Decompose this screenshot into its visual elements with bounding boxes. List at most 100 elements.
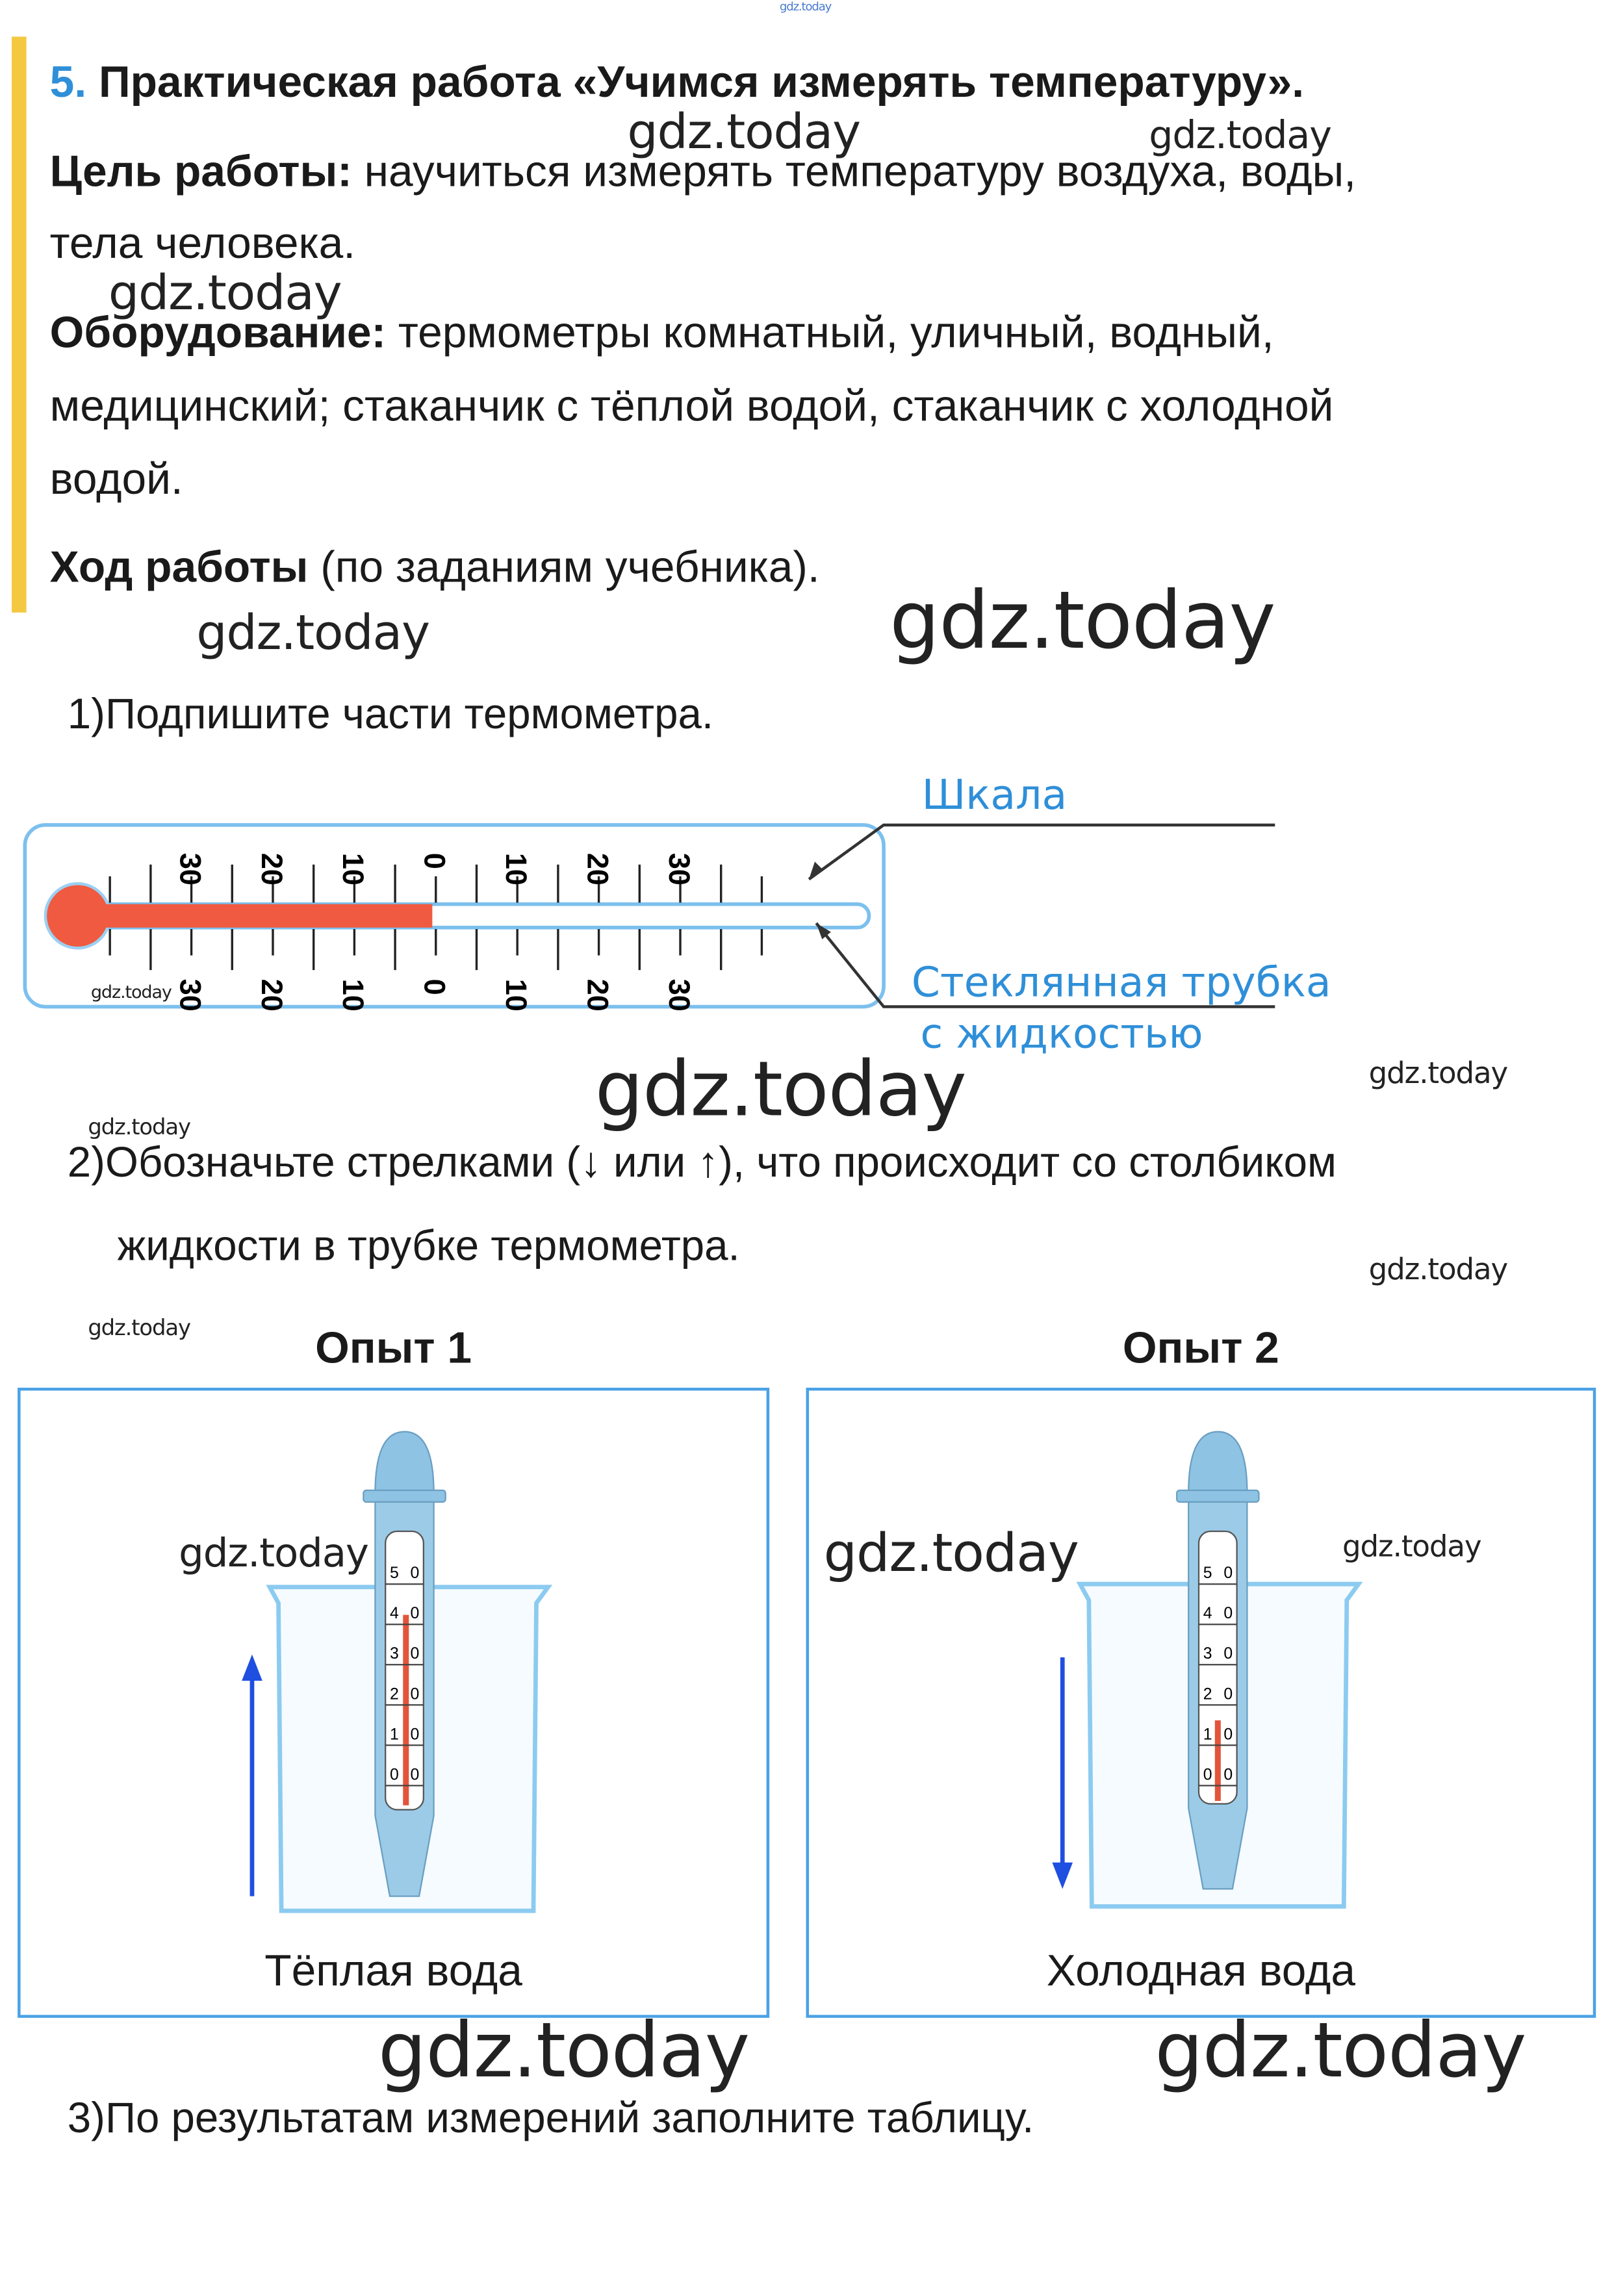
scale-label: 30 [663, 979, 696, 1012]
scale-label: 0 [411, 1726, 420, 1743]
task-title: 5. Практическая работа «Учимся измерять … [50, 58, 1304, 108]
equipment-line: Оборудование: термометры комнатный, улич… [50, 309, 1274, 359]
procedure-text: (по заданиям учебника). [308, 543, 820, 593]
step3-instruction: 3)По результатам измерений заполните таб… [68, 2095, 1034, 2143]
watermark: gdz.today [1342, 1528, 1482, 1564]
step2-instruction: 2)Обозначьте стрелками (↓ или ↑), что пр… [68, 1140, 1337, 1188]
tube-pointer-line [815, 922, 1275, 1008]
scale-label: 30 [173, 979, 207, 1012]
scale-label: 5 [1203, 1564, 1212, 1582]
step-text-cont: жидкости в трубке термометра. [117, 1223, 740, 1271]
watermark: gdz.today [90, 982, 172, 1002]
arrow-down-head-icon [1052, 1862, 1073, 1889]
scale-label: 4 [390, 1605, 399, 1622]
scale-label: 20 [581, 979, 614, 1012]
highlight-bar [12, 36, 27, 613]
watermark: gdz.today [196, 604, 430, 661]
answer-scale-label: Шкала [921, 771, 1068, 819]
liquid-column [1214, 1720, 1221, 1802]
scale-label: 0 [1223, 1564, 1233, 1582]
glass-tube [81, 902, 871, 930]
procedure-line: Ход работы (по заданиям учебника). [50, 544, 820, 594]
answer-tube-label: Стеклянная трубка [911, 958, 1331, 1007]
task-number: 5. [49, 58, 87, 107]
scale-label: 0 [411, 1766, 420, 1783]
scale-label: 0 [418, 853, 452, 869]
experiment1-caption: Тёплая вода [264, 1947, 522, 1996]
watermark: gdz.today [1149, 114, 1332, 159]
watermark: gdz.today [1368, 1251, 1509, 1287]
scale-label: 4 [1203, 1605, 1212, 1622]
answer-tube-label-cont: с жидкостью [920, 1010, 1203, 1058]
scale-label: 0 [411, 1645, 420, 1663]
scale-label: 10 [337, 979, 370, 1012]
scale-label: 2 [1203, 1685, 1212, 1703]
step-number: 2) [67, 1140, 105, 1187]
watermark: gdz.today [179, 1531, 369, 1577]
watermark: gdz.today [889, 574, 1276, 667]
scale-label: 0 [411, 1685, 420, 1703]
goal-line: Цель работы: научиться измерять температ… [50, 148, 1356, 198]
scale-label: 0 [1203, 1766, 1212, 1783]
goal-text: научиться измерять температуру воздуха, … [352, 147, 1357, 197]
goal-label: Цель работы: [49, 147, 352, 197]
scale-label: 3 [390, 1645, 399, 1663]
procedure-label: Ход работы [49, 543, 309, 593]
arrow-up-head-icon [242, 1654, 262, 1681]
task-title-text: Практическая работа «Учимся измерять тем… [98, 58, 1305, 107]
scale-label: 30 [663, 853, 696, 886]
scale-label: 20 [255, 853, 288, 886]
scale-label: 0 [1223, 1685, 1233, 1703]
watermark: gdz.today [1368, 1054, 1509, 1091]
scale-pointer-line [808, 823, 1275, 881]
equipment-text: термометры комнатный, уличный, водный, [386, 309, 1274, 358]
goal-text-cont: тела человека. [49, 220, 356, 268]
scale-label: 10 [500, 979, 533, 1012]
experiment1-title: Опыт 1 [315, 1324, 472, 1373]
scale-label: 0 [418, 979, 452, 995]
watermark: gdz.today [88, 1314, 191, 1341]
scale-label: 1 [390, 1726, 399, 1743]
watermark: gdz.today [1155, 2008, 1526, 2096]
step1-instruction: 1)Подпишите части термометра. [68, 692, 713, 740]
liquid-column [403, 1614, 409, 1805]
liquid-column [88, 904, 433, 928]
scale-label: 0 [411, 1564, 420, 1582]
scale-label: 1 [1203, 1726, 1212, 1743]
scale-label: 0 [1223, 1605, 1233, 1622]
step-number: 3) [67, 2095, 105, 2143]
scale-label: 10 [337, 853, 370, 886]
arrow-head-icon [809, 861, 824, 880]
step-text: По результатам измерений заполните табли… [105, 2095, 1034, 2143]
scale-label: 2 [390, 1685, 399, 1703]
scale-label: 0 [1223, 1766, 1233, 1783]
scale-label: 20 [581, 853, 614, 886]
scale-label: 10 [500, 853, 533, 886]
scale-label: 0 [411, 1605, 420, 1622]
watermark: gdz.today [88, 1114, 191, 1140]
scale-label: 20 [255, 979, 288, 1012]
arrow-head-icon [816, 923, 831, 939]
thermometer-body [23, 823, 886, 1009]
scale-label: 0 [1223, 1645, 1233, 1663]
watermark: gdz.today [595, 1046, 967, 1134]
experiment2-title: Опыт 2 [1122, 1324, 1279, 1373]
scale-ticks [109, 864, 763, 971]
step-text: Подпишите части термометра. [105, 691, 714, 739]
scale-label: 0 [390, 1766, 399, 1783]
equipment-text-cont: медицинский; стаканчик с тёплой водой, с… [49, 382, 1334, 431]
equipment-label: Оборудование: [49, 309, 387, 358]
scale-label: 5 [390, 1564, 399, 1582]
scale-label: 0 [1223, 1726, 1233, 1743]
watermark: gdz.today [627, 102, 861, 160]
watermark: gdz.today [377, 2008, 750, 2096]
watermark: gdz.today [779, 0, 832, 14]
